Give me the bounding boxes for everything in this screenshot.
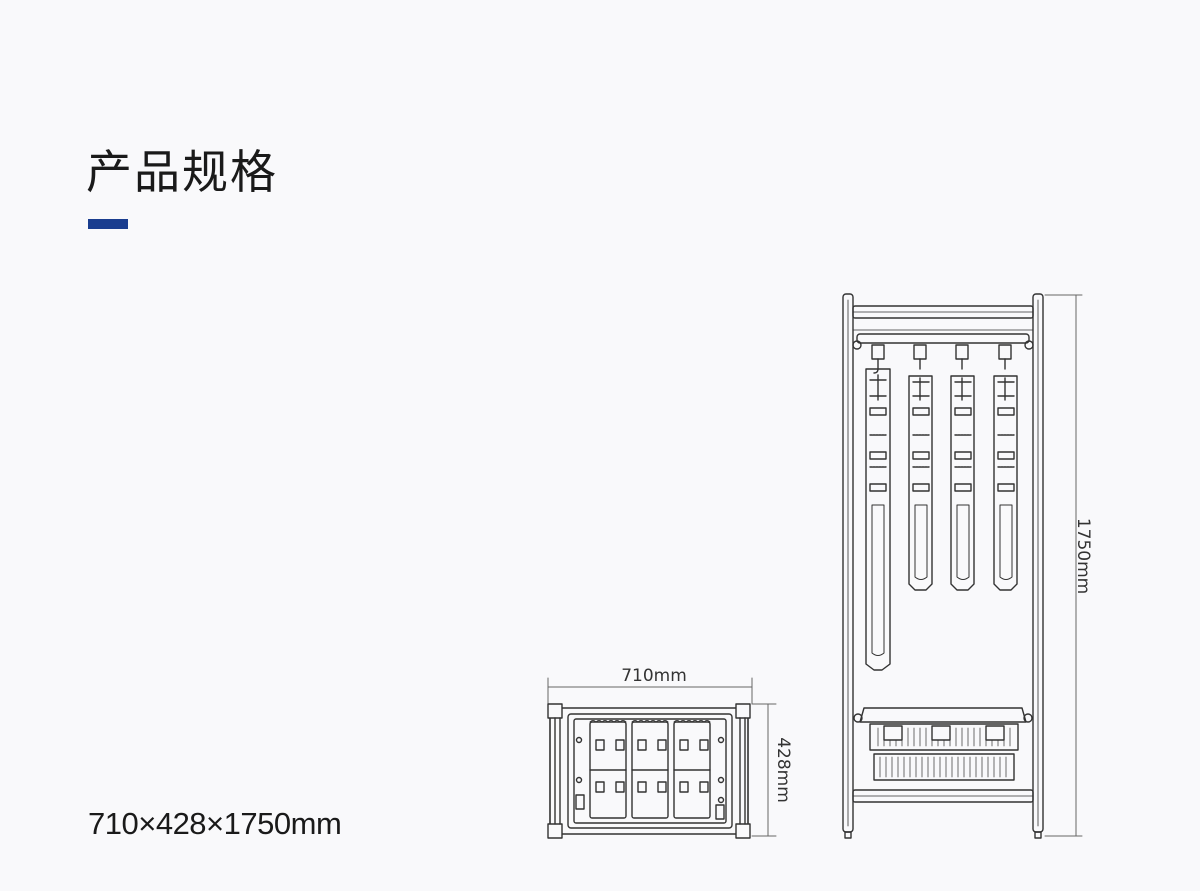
hanging-rack-4 [993, 344, 1018, 591]
depth-label: 428mm [773, 737, 793, 803]
width-label: 710mm [621, 666, 687, 686]
bottom-basket [853, 707, 1033, 781]
dimension-summary: 710×428×1750mm [88, 806, 342, 841]
page-title: 产品规格 [86, 145, 278, 199]
hanging-rack-2 [908, 344, 933, 591]
front-view-diagram [842, 293, 1083, 839]
title-accent-bar [88, 219, 128, 229]
hanging-rack-3 [950, 344, 975, 591]
width-dimension-line [547, 677, 753, 705]
top-view-diagram [547, 677, 777, 839]
depth-dimension-line [751, 703, 777, 837]
height-dimension-line [1044, 294, 1083, 837]
hanging-rack-1 [865, 344, 891, 671]
height-label: 1750mm [1073, 518, 1093, 594]
